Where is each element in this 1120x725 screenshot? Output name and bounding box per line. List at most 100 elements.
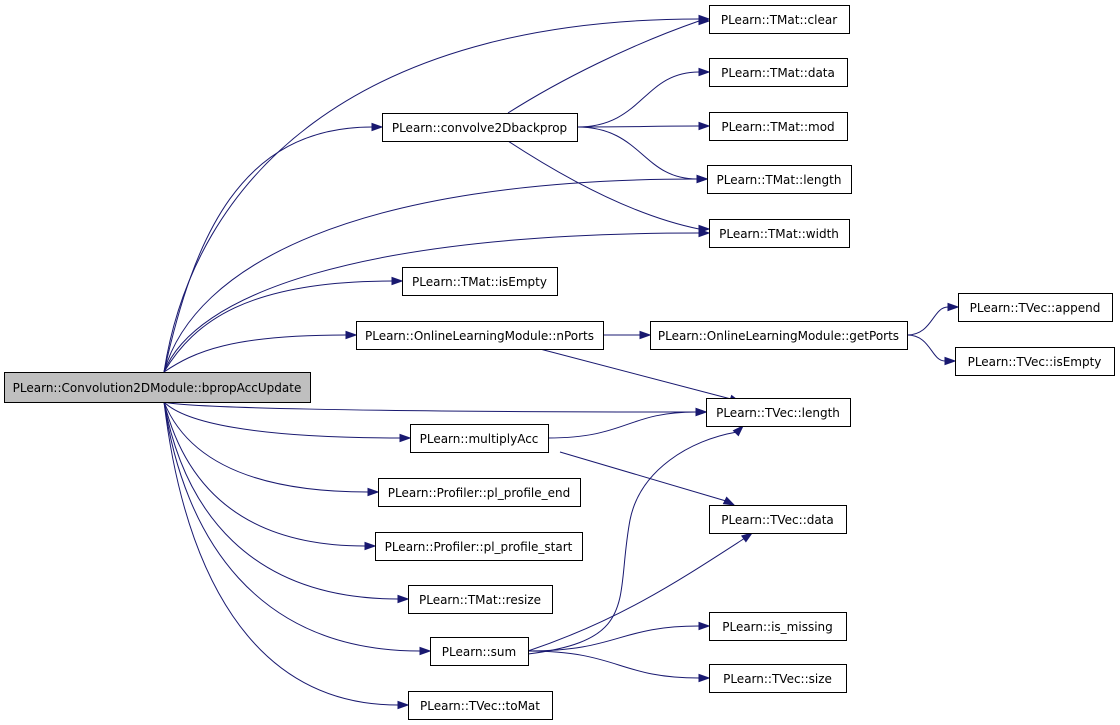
node-label: PLearn::OnlineLearningModule::getPorts <box>658 329 899 343</box>
edge-line <box>163 280 393 373</box>
edge-line <box>507 140 700 230</box>
node-label: PLearn::TMat::data <box>721 66 835 80</box>
edge-line <box>163 401 366 547</box>
edge-line <box>163 401 399 600</box>
node-label: PLearn::TMat::isEmpty <box>412 275 547 289</box>
node-label: PLearn::TVec::data <box>721 513 834 527</box>
node-label: PLearn::is_missing <box>722 620 833 634</box>
edge-root-to-profile_start <box>163 401 377 551</box>
arrowhead-icon <box>639 330 652 340</box>
edge-root-to-profile_end <box>163 401 380 497</box>
edge-multiplyacc-to-tvec_length <box>547 407 708 439</box>
node-tvec-length[interactable]: PLearn::TVec::length <box>706 398 851 427</box>
edge-line <box>163 401 401 439</box>
node-label: PLearn::TMat::mod <box>721 120 834 134</box>
node-tmat-resize[interactable]: PLearn::TMat::resize <box>408 585 553 614</box>
node-tvec-data[interactable]: PLearn::TVec::data <box>709 505 847 534</box>
edge-line <box>527 431 738 655</box>
node-convolve[interactable]: PLearn::convolve2Dbackprop <box>382 113 578 142</box>
node-box <box>410 424 549 453</box>
edge-line <box>163 401 399 706</box>
arrowhead-icon <box>741 532 754 543</box>
node-box <box>709 612 847 641</box>
node-box <box>650 321 908 350</box>
node-box <box>430 637 529 666</box>
node-is-missing[interactable]: PLearn::is_missing <box>709 612 847 641</box>
node-label: PLearn::Profiler::pl_profile_end <box>388 486 570 500</box>
edge-root-to-tvec_tomat <box>163 401 410 710</box>
edge-line <box>163 232 700 373</box>
edge-sum-to-is_missing <box>527 621 711 652</box>
edge-line <box>547 411 697 439</box>
edge-line <box>576 126 698 180</box>
node-label: PLearn::multiplyAcc <box>420 432 539 446</box>
node-label: PLearn::TMat::resize <box>419 593 541 607</box>
edge-convolve-to-tmat_data <box>576 67 711 128</box>
node-box <box>709 219 850 248</box>
edge-root-to-tmat_width <box>163 228 711 373</box>
node-box <box>408 585 553 614</box>
edge-line <box>527 537 746 652</box>
edge-sum-to-tvec_size <box>527 650 711 683</box>
edge-root-to-multiplyacc <box>163 401 412 443</box>
arrowhead-icon <box>399 433 412 443</box>
edge-convolve-to-tmat_clear <box>507 16 711 114</box>
node-tmat-width[interactable]: PLearn::TMat::width <box>709 219 850 248</box>
arrowhead-icon <box>391 276 404 286</box>
node-box <box>382 113 578 142</box>
edge-line <box>163 401 369 493</box>
node-box <box>709 5 850 34</box>
node-label: PLearn::TVec::toMat <box>420 699 540 713</box>
arrowhead-icon <box>419 646 432 656</box>
arrowhead-icon <box>698 621 711 631</box>
node-box <box>378 478 581 507</box>
node-profile-start[interactable]: PLearn::Profiler::pl_profile_start <box>375 532 583 561</box>
edge-nports-to-tvec_length <box>539 348 742 403</box>
edge-line <box>163 401 421 652</box>
edge-line <box>576 71 700 128</box>
arrowhead-icon <box>698 673 711 683</box>
edge-line <box>163 334 347 373</box>
node-profile-end[interactable]: PLearn::Profiler::pl_profile_end <box>378 478 581 507</box>
arrowhead-icon <box>944 356 957 366</box>
node-tmat-data[interactable]: PLearn::TMat::data <box>709 58 848 87</box>
arrowhead-icon <box>364 541 377 551</box>
edge-convolve-to-tmat_mod <box>576 121 711 131</box>
node-tmat-isempty[interactable]: PLearn::TMat::isEmpty <box>402 267 558 296</box>
edge-root-to-tmat_resize <box>163 401 410 604</box>
edge-root-to-convolve <box>163 122 384 373</box>
node-tvec-size[interactable]: PLearn::TVec::size <box>709 664 847 693</box>
node-tmat-clear[interactable]: PLearn::TMat::clear <box>709 5 850 34</box>
node-label: PLearn::Profiler::pl_profile_start <box>385 540 573 554</box>
node-label: PLearn::TMat::clear <box>721 13 837 27</box>
edge-sum-to-tvec_data <box>527 532 754 652</box>
arrowhead-icon <box>397 700 410 710</box>
edge-line <box>163 401 697 413</box>
node-label: PLearn::TVec::append <box>970 301 1101 315</box>
node-sum[interactable]: PLearn::sum <box>430 637 529 666</box>
node-box <box>955 347 1115 376</box>
node-label: PLearn::sum <box>442 645 516 659</box>
node-label: PLearn::TVec::isEmpty <box>968 355 1102 369</box>
arrowhead-icon <box>698 121 711 131</box>
node-tvec-tomat[interactable]: PLearn::TVec::toMat <box>408 691 553 720</box>
arrowhead-icon <box>367 487 380 497</box>
edge-root-to-tmat_clear <box>163 14 711 373</box>
node-root[interactable]: PLearn::Convolution2DModule::bpropAccUpd… <box>4 372 311 403</box>
edge-nports-to-getports <box>603 330 652 340</box>
node-tvec-append[interactable]: PLearn::TVec::append <box>958 293 1113 322</box>
node-box <box>4 372 311 403</box>
arrowhead-icon <box>698 16 711 26</box>
node-tmat-mod[interactable]: PLearn::TMat::mod <box>709 112 848 141</box>
node-tvec-isempty[interactable]: PLearn::TVec::isEmpty <box>955 347 1115 376</box>
node-nports[interactable]: PLearn::OnlineLearningModule::nPorts <box>356 321 604 350</box>
edge-root-to-nports <box>163 330 358 373</box>
node-multiplyacc[interactable]: PLearn::multiplyAcc <box>410 424 549 453</box>
arrowhead-icon <box>698 224 711 234</box>
node-box <box>707 165 852 194</box>
node-getports[interactable]: PLearn::OnlineLearningModule::getPorts <box>650 321 908 350</box>
arrowhead-icon <box>698 67 711 77</box>
arrowhead-icon <box>722 496 736 506</box>
node-tmat-length[interactable]: PLearn::TMat::length <box>707 165 852 194</box>
